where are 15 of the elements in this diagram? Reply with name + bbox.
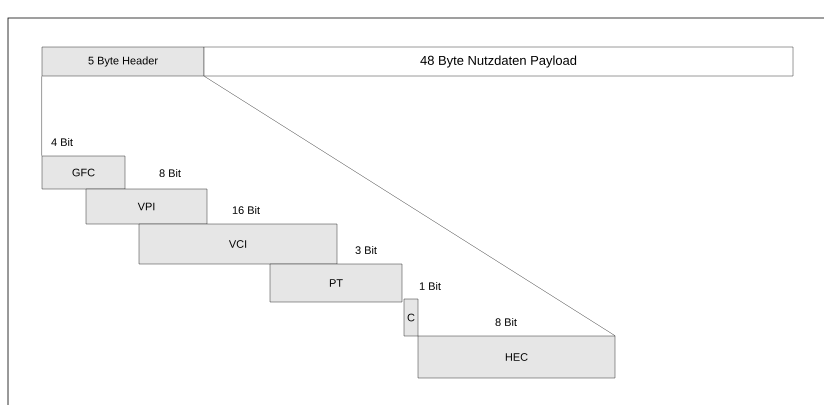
field-box: VPI <box>86 188 208 224</box>
projection-line <box>204 76 616 336</box>
field-box: HEC <box>418 336 616 378</box>
field-box: VCI <box>138 224 338 264</box>
bit-label: 8 Bit <box>160 168 181 178</box>
field-box: C <box>404 298 418 336</box>
field-box: 5 Byte Header <box>42 46 204 76</box>
bit-label: 3 Bit <box>355 246 377 254</box>
field-box: PT <box>270 264 402 302</box>
field-box: GFC <box>42 156 126 190</box>
bit-label: 4 Bit <box>51 138 73 146</box>
bit-label: 1 Bit <box>420 282 441 290</box>
field-box: 48 Byte Nutzdaten Payload <box>204 46 794 76</box>
bit-label: 16 Bit <box>232 206 260 214</box>
bit-label: 8 Bit <box>496 318 517 326</box>
